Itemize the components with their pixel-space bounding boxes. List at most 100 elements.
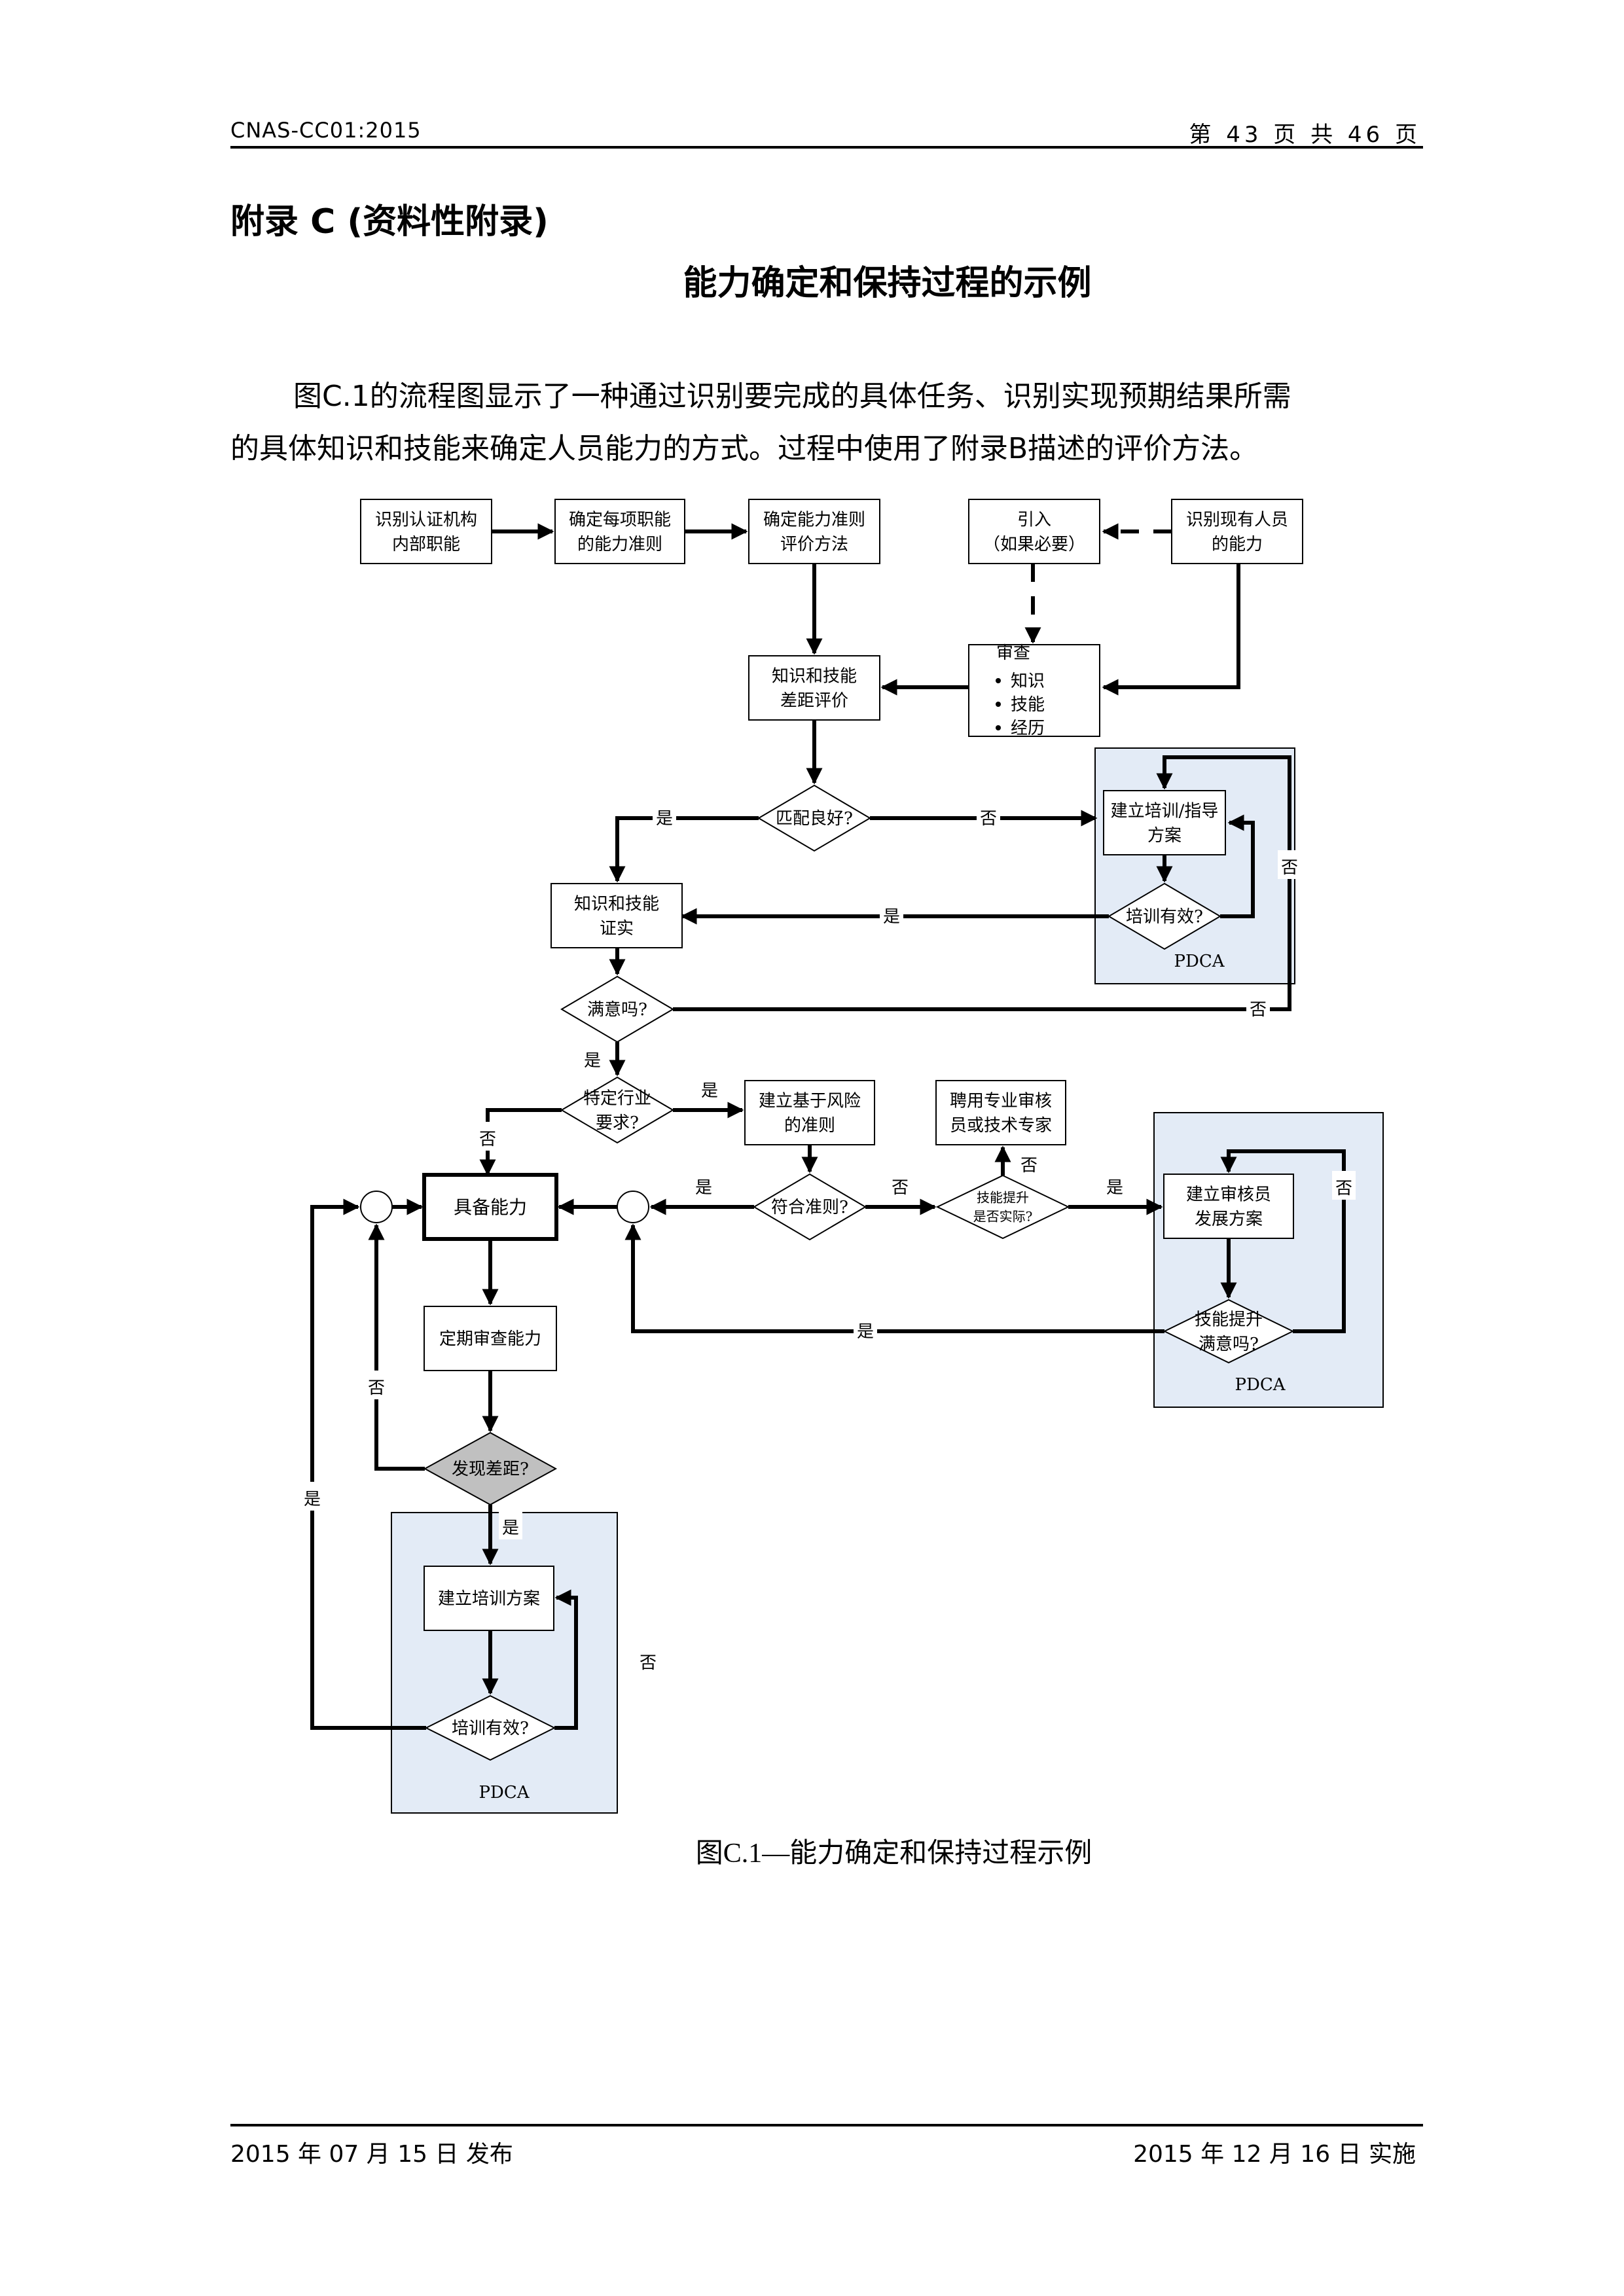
intro-paragraph: 图C.1的流程图显示了一种通过识别要完成的具体任务、识别实现预期结果所需 的具体… [230,370,1428,475]
node-recruit-text: 引入 [1017,510,1051,529]
label-skillsat-yes: 是 [857,1322,874,1342]
label-match-yes-bg [653,801,676,830]
node-periodic-review [424,1306,557,1371]
node-training-plan-text: 建立培训/指导 [1111,801,1219,821]
label-practical-yes: 是 [1106,1178,1123,1198]
label-industry-no: 否 [479,1130,496,1149]
node-training-plan-text: 方案 [1147,826,1182,846]
pdca-label-3-text: PDCA [478,1783,530,1803]
node-hire-expert-text: 聘用专业审核 [950,1091,1052,1111]
decision-match-text: 匹配良好? [776,809,853,829]
label-match-no: 否 [980,809,997,829]
node-recruit [968,499,1100,564]
edge-skillsat-no [1220,1149,1346,1333]
edge-eff-no-loop [1220,814,1255,918]
node-auditor-dev-text: 发展方案 [1195,1210,1263,1229]
node-gap-eval-text: 差距评价 [780,691,848,711]
node-define-criteria [554,499,685,564]
label-gap-no: 否 [368,1378,385,1398]
footer-effective-date: 2015 年 12 月 16 日 实施 [1133,2141,1416,2168]
node-review-title: 审查 [996,643,1030,663]
edge-eff2-no [554,1589,578,1730]
edge-skillsat-yes [624,1223,1164,1333]
label-eff2-no: 否 [640,1653,657,1673]
edge-sat-no [673,755,1291,1011]
pdca-panel-3 [391,1512,618,1814]
decision-skill-sat-text: 满意吗? [1199,1335,1259,1354]
label-match-yes: 是 [656,809,673,829]
node-review-item: 经历 [1011,719,1045,738]
decision-skill-sat-text: 技能提升 [1195,1310,1263,1329]
node-define-criteria-text: 确定每项职能 [569,510,671,529]
decision-industry [560,1076,674,1144]
edge-match-yes [609,816,759,883]
node-identify-existing-text: 识别现有人员 [1186,510,1288,529]
label-outer-no-bg [1278,850,1301,879]
label-skillsat-yes-bg [854,1314,877,1343]
label-meets-yes: 是 [695,1178,712,1198]
appendix-heading: 附录 C (资料性附录) [230,202,549,242]
header-doc-id: CNAS-CC01:2015 [230,118,422,143]
label-outer-no: 否 [1281,858,1298,878]
label-match-no-bg [977,801,1000,830]
decision-gap-found-text: 发现差距? [452,1460,529,1479]
node-confirm-text: 证实 [600,919,634,939]
header-rule [230,146,1423,149]
node-training-plan-2-text: 建立培训方案 [438,1589,540,1609]
node-hire-expert [935,1080,1066,1145]
label-sat-no-bg [1246,992,1270,1021]
label-gap-no-bg [365,1371,388,1399]
node-identify-existing-text: 的能力 [1212,535,1263,554]
edge-existing-to-review [1102,564,1240,696]
pdca-label-1-text: PDCA [1174,952,1225,971]
edge-eff2-yes [310,1198,426,1730]
node-define-criteria-text: 的能力准则 [577,535,662,554]
page-title: 能力确定和保持过程的示例 [683,264,1092,303]
node-recruit-text: （如果必要） [983,535,1085,554]
decision-training-eff-2 [424,1695,556,1761]
paragraph-line-1: 图C.1的流程图显示了一种通过识别要完成的具体任务、识别实现预期结果所需 [293,380,1291,413]
node-gap-eval [748,655,880,721]
node-identify-functions [360,499,492,564]
label-practical-no: 否 [1020,1156,1038,1175]
decision-satisfied [560,975,674,1043]
node-auditor-dev-text: 建立审核员 [1186,1185,1271,1204]
label-gap-yes: 是 [502,1518,519,1538]
decision-skill-practical [935,1174,1070,1240]
node-eval-methods-text: 评价方法 [780,535,848,554]
node-hire-expert-text: 员或技术专家 [950,1116,1052,1136]
decision-skill-practical-text: 是否实际? [973,1209,1033,1225]
decision-meets-text: 符合准则? [771,1198,848,1217]
decision-training-eff-1 [1108,882,1221,950]
edge-industry-no [479,1108,562,1176]
decision-skill-practical-text: 技能提升 [977,1190,1029,1206]
label-meets-no: 否 [892,1178,909,1198]
node-identify-functions-text: 内部职能 [392,535,460,554]
node-eval-methods-text: 确定能力准则 [763,510,865,529]
paragraph-line-2: 的具体知识和技能来确定人员能力的方式。过程中使用了附录B描述的评价方法。 [230,432,1259,465]
node-eval-methods [748,499,880,564]
node-periodic-review-text: 定期审查能力 [439,1329,541,1349]
label-eff2-yes: 是 [304,1490,321,1509]
node-competent-text: 具备能力 [454,1196,527,1218]
decision-training-eff-2-text: 培训有效? [452,1719,529,1738]
footer-published-date: 2015 年 07 月 15 日 发布 [230,2141,513,2168]
node-training-plan [1103,790,1226,855]
header-page-info: 第 43 页 共 46 页 [1189,122,1421,148]
label-industry-no-bg [476,1122,499,1151]
label-skillsat-no-bg [1332,1171,1356,1200]
node-confirm [550,883,683,948]
node-gap-eval-text: 知识和技能 [772,666,857,686]
label-skillsat-no: 否 [1335,1179,1352,1198]
node-identify-functions-text: 识别认证机构 [375,510,477,529]
node-risk-criteria [744,1080,875,1145]
decision-gap-found [423,1431,558,1506]
decision-meets [753,1173,867,1241]
node-review [968,644,1100,737]
label-sat-no: 否 [1250,1000,1267,1020]
decision-satisfied-text: 满意吗? [587,1000,647,1020]
edge-gap-no [368,1223,425,1471]
footer-rule [230,2124,1423,2126]
pdca-panel-2 [1153,1112,1384,1408]
